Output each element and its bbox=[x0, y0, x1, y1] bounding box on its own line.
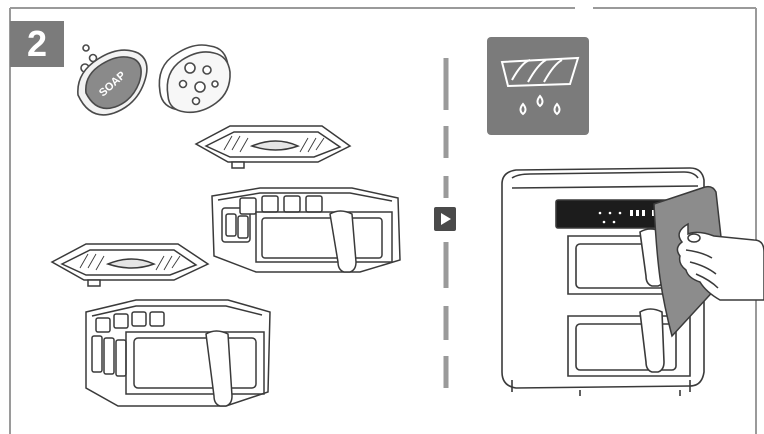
step-number-badge: 2 bbox=[10, 21, 64, 67]
play-arrow-icon bbox=[434, 207, 456, 231]
step-number: 2 bbox=[10, 21, 64, 67]
sponge-icon bbox=[159, 45, 230, 112]
basket-small bbox=[212, 188, 400, 272]
wash-by-hand-icon bbox=[487, 37, 589, 135]
crisper-plate-large bbox=[52, 244, 208, 286]
crisper-plate-small bbox=[196, 126, 350, 168]
basket-large bbox=[86, 300, 270, 406]
